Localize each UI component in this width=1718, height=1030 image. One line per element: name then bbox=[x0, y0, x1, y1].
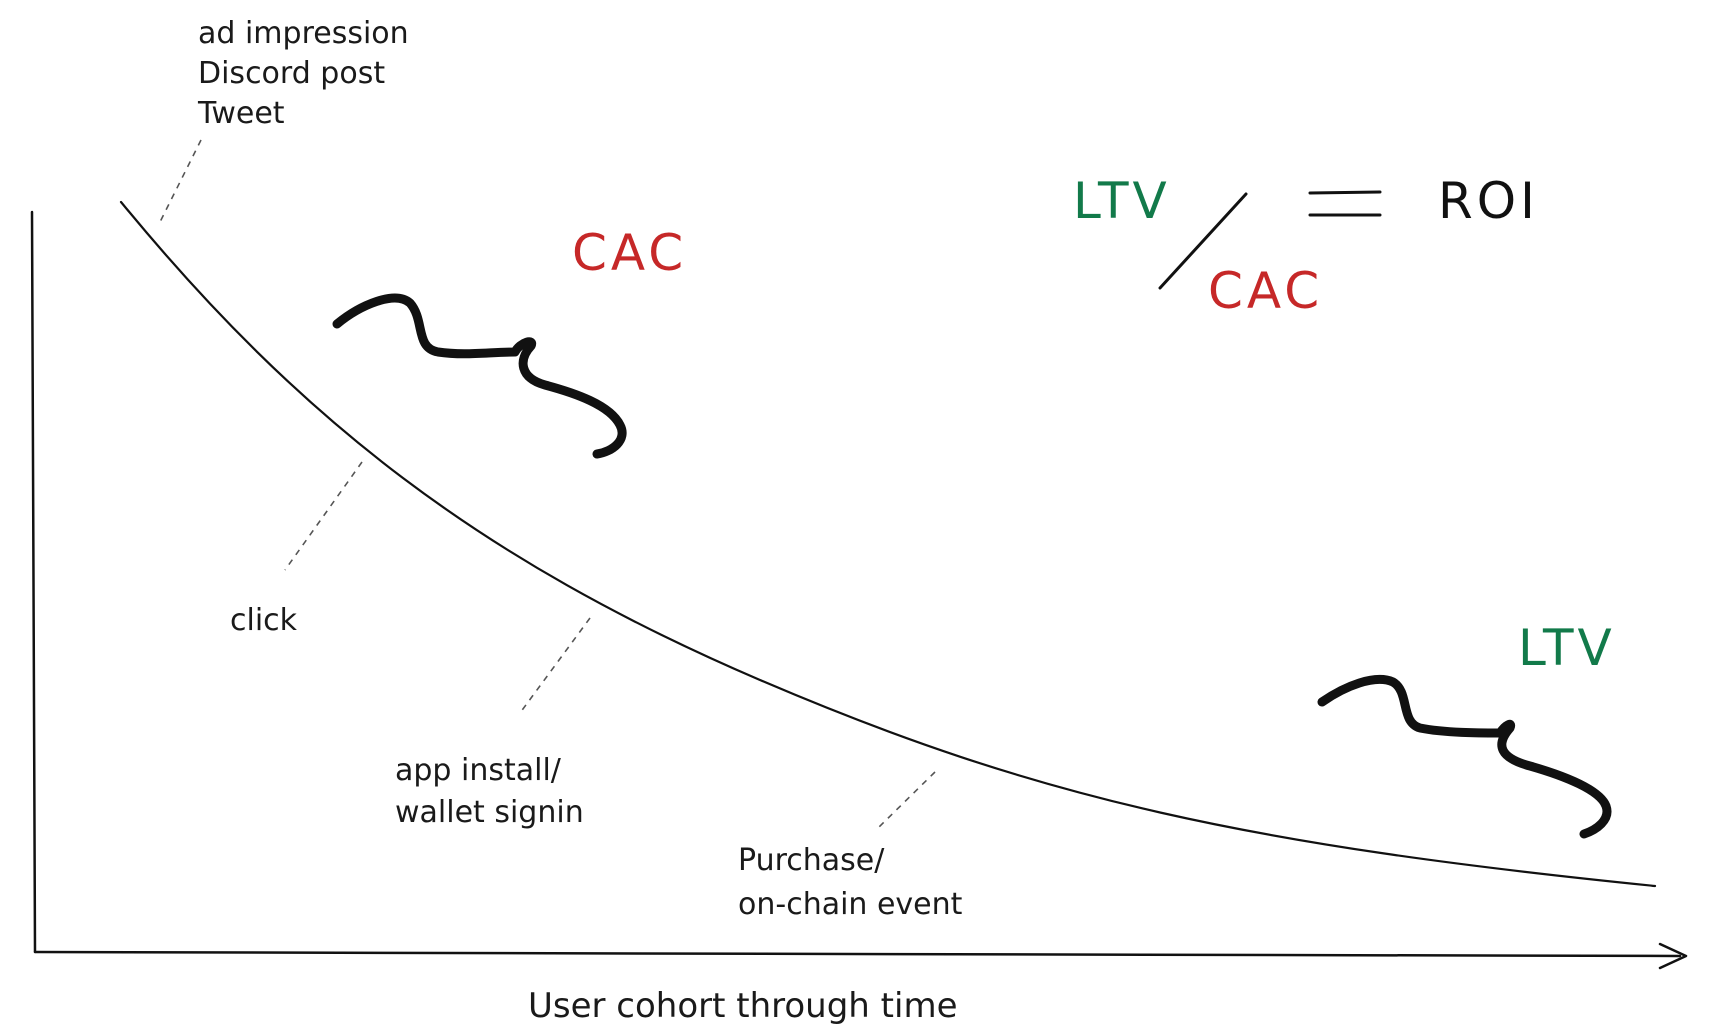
y-axis bbox=[30, 210, 37, 954]
x-axis bbox=[33, 950, 1682, 958]
cac-squiggle bbox=[332, 293, 627, 459]
annotation-click: click bbox=[230, 603, 298, 638]
leader-line-click bbox=[284, 461, 363, 571]
formula-numerator: LTV bbox=[1073, 172, 1171, 230]
formula-result: ROI bbox=[1438, 172, 1539, 230]
ltv-squiggle bbox=[1317, 674, 1612, 839]
x-axis-arrowhead bbox=[1658, 942, 1688, 970]
annotation-app-install: app install/ bbox=[395, 753, 562, 788]
annotation-tweet: Tweet bbox=[197, 96, 285, 131]
formula-denominator: CAC bbox=[1208, 262, 1323, 320]
cac-label: CAC bbox=[572, 224, 687, 282]
x-axis-label: User cohort through time bbox=[528, 986, 957, 1026]
annotation-on-chain-event: on-chain event bbox=[738, 887, 963, 922]
leader-line-purchase bbox=[877, 771, 936, 829]
annotation-ad-impression: ad impression bbox=[198, 16, 409, 51]
decay-curve bbox=[119, 200, 1657, 888]
formula-fraction-slash bbox=[1158, 192, 1248, 290]
leader-line-top bbox=[159, 139, 202, 223]
ltv-label: LTV bbox=[1518, 619, 1616, 677]
leader-line-install bbox=[519, 617, 591, 714]
formula-equals-top bbox=[1308, 190, 1382, 195]
annotation-discord-post: Discord post bbox=[198, 56, 385, 91]
annotation-wallet-signin: wallet signin bbox=[395, 795, 584, 830]
annotation-purchase: Purchase/ bbox=[738, 843, 885, 878]
